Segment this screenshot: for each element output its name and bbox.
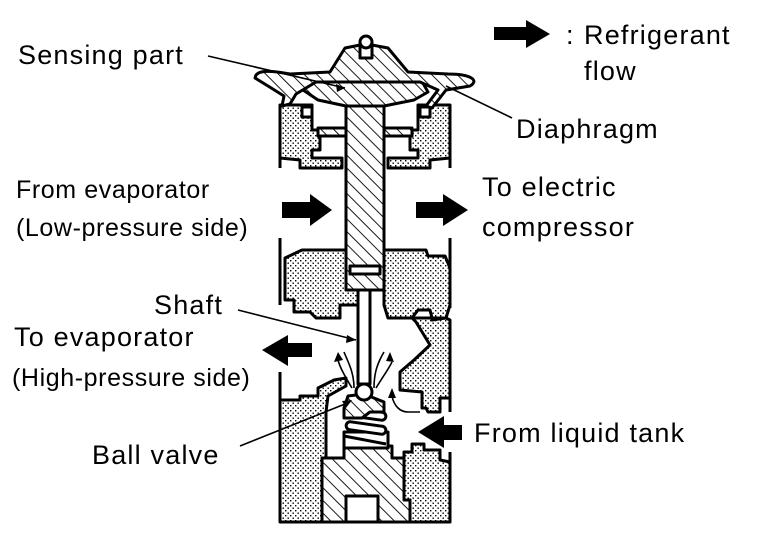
label-from-liquid-tank: From liquid tank [474,418,685,448]
label-to-electric: To electric [482,172,617,202]
ball-valve [354,382,374,402]
flow-line-inlet [391,395,420,413]
label-sensing-part: Sensing part [18,40,184,70]
arrow-from-liquid-tank [418,416,462,448]
upper-ring-right [382,126,414,138]
shaft [356,288,372,386]
flow-arrowhead [386,352,394,362]
leader-shaft [237,309,357,341]
leader-lines [207,55,513,447]
legend-separator: : [566,20,575,50]
label-to-evaporator: To evaporator [14,322,195,352]
stem-gap [348,264,382,276]
label-low-pressure-side: (Low-pressure side) [16,214,248,242]
middle-block-right [382,248,452,320]
arrow-to-compressor [416,194,468,226]
upper-left-block [278,103,344,170]
upper-ring-left [316,126,348,138]
label-shaft: Shaft [154,290,223,320]
leader-ball-valve [239,401,351,447]
flow-arrowhead [388,388,396,398]
upper-right-block [386,103,452,170]
flow-line-left [343,351,355,389]
flow-arrowhead [334,352,343,362]
label-ball-valve: Ball valve [92,440,220,470]
spring-coil [344,420,388,436]
seal-left [300,105,314,119]
seal-right [418,105,432,119]
adjusting-plug [320,444,412,524]
valve-body [253,34,476,524]
leader-diaphragm [445,85,513,119]
flow-arrows [262,20,550,448]
labels: Sensing part : Refrigerant flow Diaphrag… [12,20,731,470]
legend-arrow-icon [494,20,550,48]
wedge-block [398,316,452,414]
label-diaphragm: Diaphragm [516,114,659,144]
plug-socket [344,494,380,524]
label-compressor: compressor [482,212,635,242]
label-from-evaporator: From evaporator [16,176,210,204]
arrow-to-evaporator [262,335,312,366]
ball-seat [342,392,386,420]
legend-line2: flow [584,56,637,86]
arrow-from-evaporator [282,194,332,226]
flow-line-right [373,351,385,389]
legend-line1: Refrigerant [584,20,731,50]
dome-cap [358,34,374,50]
leader-sensing-part [207,55,346,89]
label-high-pressure-side: (High-pressure side) [12,364,250,392]
stem [344,96,386,292]
